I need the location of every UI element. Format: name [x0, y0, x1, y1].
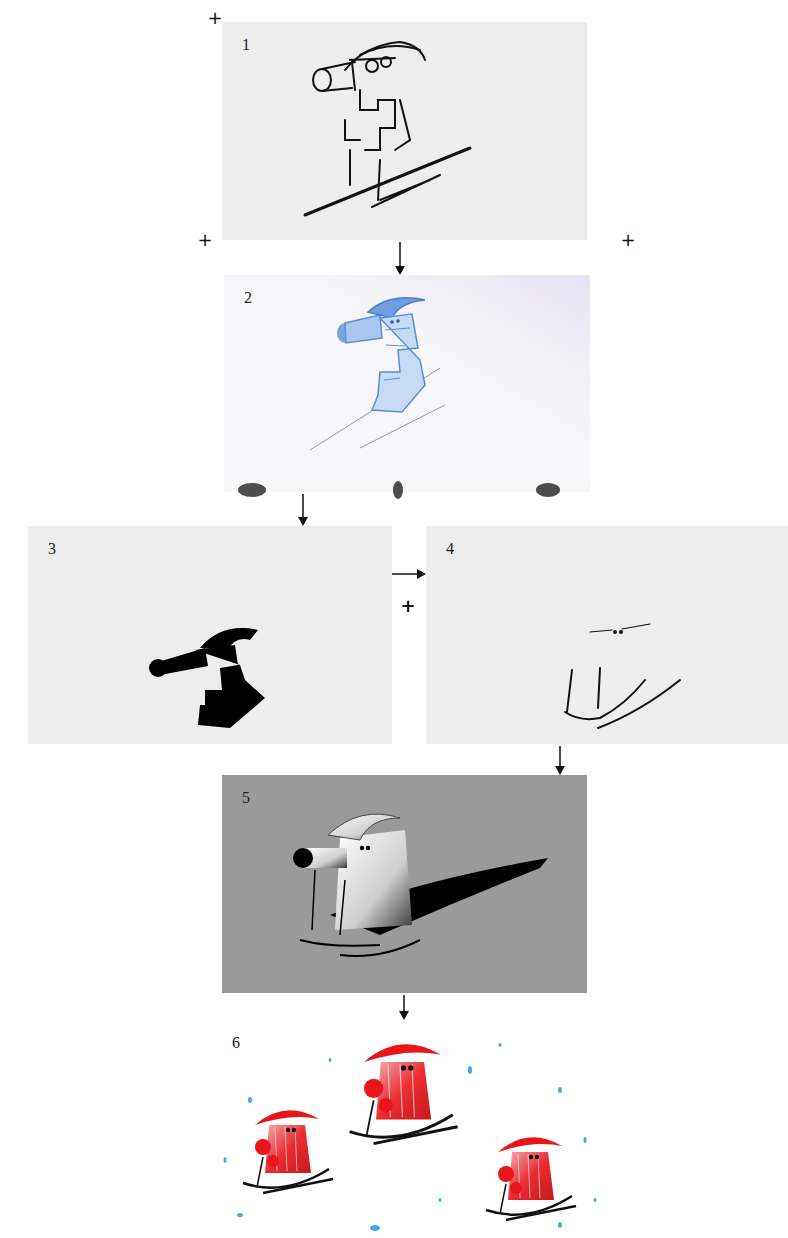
- coloured-skiers: [224, 1043, 597, 1231]
- panel-number: 3: [48, 540, 392, 558]
- flow-arrow: [395, 242, 405, 275]
- panel-ground: [224, 275, 590, 492]
- panel-number: 5: [242, 789, 587, 807]
- flow-arrow: [555, 746, 565, 775]
- panel-ground: [222, 775, 587, 993]
- panel-number: 6: [232, 1034, 600, 1052]
- flow-arrow: [298, 494, 308, 526]
- panel: 5: [222, 775, 587, 993]
- panel-number: 1: [242, 36, 587, 54]
- panel-number: 4: [446, 540, 788, 558]
- pencil-sketch: [305, 42, 470, 215]
- panel-ground: [222, 22, 587, 240]
- registration-mark: +: [197, 231, 212, 249]
- shaded-composite: [293, 814, 548, 956]
- registration-mark: +: [400, 597, 415, 615]
- panel: 4: [426, 526, 788, 744]
- panel-ground: [212, 1020, 600, 1238]
- panel: 2: [224, 275, 590, 492]
- registration-mark: +: [207, 9, 222, 27]
- silhouette: [149, 628, 265, 728]
- flow-arrow: [399, 995, 409, 1020]
- panel: 3: [28, 526, 392, 744]
- panel: 6: [212, 1020, 600, 1238]
- panel-ground: [426, 526, 788, 744]
- panel-number: 2: [244, 289, 590, 307]
- panel: 1: [222, 22, 587, 240]
- line-layer: [565, 624, 680, 728]
- flow-arrow: [392, 569, 426, 579]
- blue-sketch: [238, 298, 560, 499]
- registration-mark: +: [620, 231, 635, 249]
- panel-ground: [28, 526, 392, 744]
